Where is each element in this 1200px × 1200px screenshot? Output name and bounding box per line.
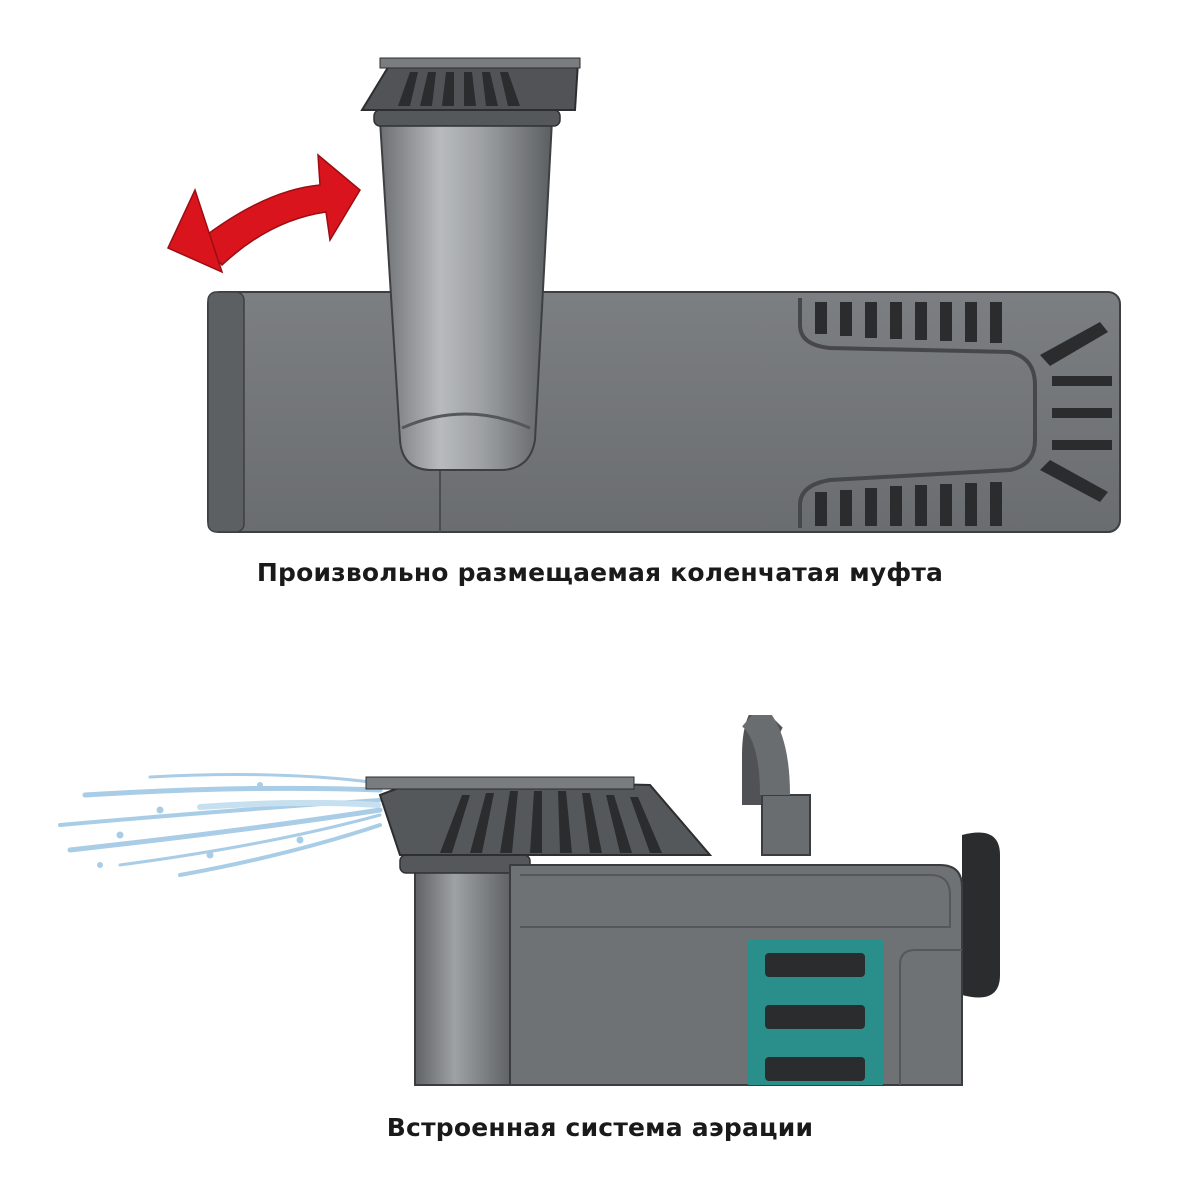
caption-aeration: Встроенная система аэрации: [386, 1113, 814, 1142]
caption-elbow: Произвольно размещаемая коленчатая муфта: [256, 558, 944, 587]
pump-body: [207, 291, 1121, 533]
water-spray-icon: [58, 773, 383, 877]
pump-body-side: [509, 864, 963, 1086]
adjustable-elbow-illustration: [166, 57, 1121, 533]
aeration-illustration: [58, 715, 1000, 1086]
rotation-arrow-icon: [166, 153, 361, 274]
aeration-grill: [748, 940, 883, 1085]
elbow-outlet: [360, 57, 581, 471]
aeration-outlet: [365, 776, 713, 856]
intake-grill: [815, 302, 1112, 526]
